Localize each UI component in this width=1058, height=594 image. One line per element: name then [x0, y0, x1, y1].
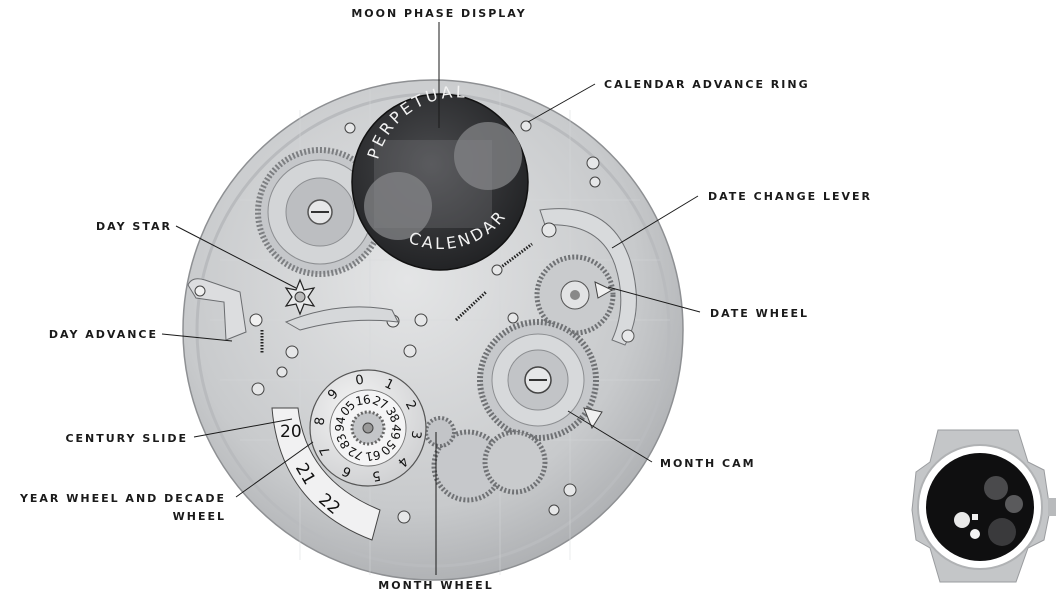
moon-aperture-right	[454, 122, 522, 190]
label-date-change-lever: DATE CHANGE LEVER	[708, 190, 872, 203]
year-wheel-digit-3: 3	[407, 430, 423, 440]
year-wheel-digit-8: 8	[312, 416, 328, 426]
label-moon-phase-display: MOON PHASE DISPLAY	[351, 7, 526, 20]
decade-wheel-number-7: 83	[334, 431, 354, 451]
spring-right	[499, 242, 533, 270]
day-bridge-shape	[284, 306, 399, 331]
label-month-wheel: MONTH WHEEL	[378, 579, 493, 592]
date-change-lever-shape	[539, 208, 637, 346]
decade-wheel-number-6: 72	[346, 444, 366, 463]
decade-wheel-number-2: 38	[383, 405, 403, 425]
watch-thumbnail	[911, 429, 1056, 583]
year-wheel-digit-5: 5	[371, 467, 382, 483]
decade-wheel-number-1: 27	[370, 393, 390, 412]
callout-labels: MOON PHASE DISPLAY CALENDAR ADVANCE RING…	[19, 7, 872, 592]
century-slide-num-20: 20	[280, 422, 302, 442]
upper-left-gear	[255, 147, 385, 277]
decade-wheel-number-8: 94	[332, 416, 348, 433]
label-calendar-advance-ring: CALENDAR ADVANCE RING	[604, 78, 810, 91]
label-date-wheel: DATE WHEEL	[710, 307, 809, 320]
decade-wheel-number-5: 61	[364, 447, 381, 463]
month-cam-shape	[477, 319, 603, 441]
day-star-shape	[284, 278, 316, 316]
label-day-advance: DAY ADVANCE	[49, 328, 158, 341]
screws	[251, 120, 601, 524]
century-slide-shape: 20 21 22	[271, 407, 381, 541]
watch-crown	[1048, 498, 1056, 516]
label-year-wheel-line1: YEAR WHEEL AND DECADE	[19, 492, 226, 505]
year-wheel-digit-0: 0	[354, 373, 365, 389]
spring-middle	[454, 290, 488, 322]
decade-wheel-number-0: 16	[354, 392, 371, 408]
label-month-cam: MONTH CAM	[660, 457, 756, 470]
label-day-star: DAY STAR	[96, 220, 172, 233]
moon-phase-dial: PERPETUAL CALENDAR	[351, 82, 529, 271]
movement: PERPETUAL CALENDAR	[182, 79, 684, 581]
label-year-wheel-line2: WHEEL	[173, 510, 226, 523]
month-wheel-shape	[424, 416, 548, 503]
moon-aperture-left	[364, 172, 432, 240]
label-century-slide: CENTURY SLIDE	[65, 432, 188, 445]
decade-wheel-number-3: 49	[388, 423, 404, 440]
date-wheel-shape	[534, 254, 616, 336]
leaders	[161, 22, 701, 575]
